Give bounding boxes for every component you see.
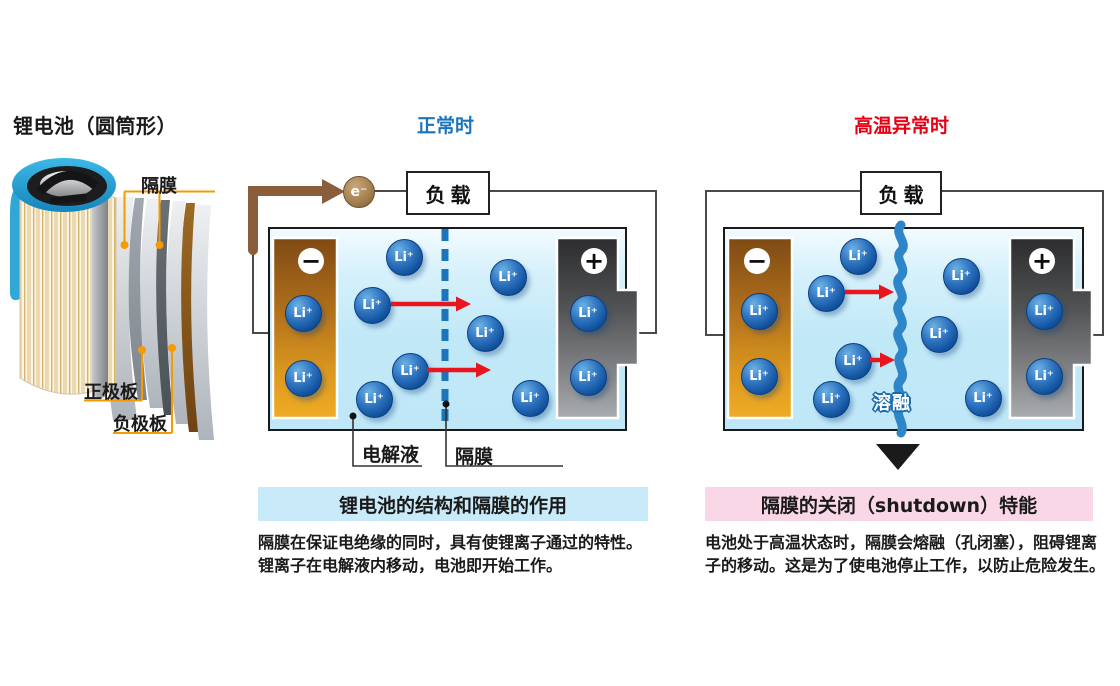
li-ion: Li⁺: [920, 315, 958, 353]
load-box-abnormal: 负载: [860, 171, 942, 215]
li-ion: Li⁺: [839, 237, 877, 275]
abnormal-state-title: 高温异常时: [853, 115, 949, 137]
li-ion: Li⁺: [284, 294, 322, 332]
li-ion: Li⁺: [740, 357, 778, 395]
load-box-normal: 负载: [406, 171, 490, 215]
normal-banner: 锂电池的结构和隔膜的作用: [258, 487, 648, 521]
abnormal-state-section: 高温异常时 − + Li⁺ Li⁺ Li⁺ Li⁺ Li⁺ Li⁺ Li⁺ Li…: [680, 0, 1120, 686]
li-ion: Li⁺: [466, 314, 504, 352]
abnormal-description: 电池处于高温状态时，隔膜会熔融（孔闭塞），阻碍锂离 子的移动。这是为了使电池停止…: [705, 531, 1115, 577]
melt-label: 溶融: [873, 393, 911, 414]
separator-label: 隔膜: [455, 446, 494, 468]
li-ion: Li⁺: [1025, 357, 1063, 395]
li-ion: Li⁺: [834, 342, 872, 380]
positive-terminal-badge: +: [1029, 248, 1055, 274]
li-ion: Li⁺: [1025, 292, 1063, 330]
normal-state-section: 正常时: [240, 0, 680, 686]
li-ion: Li⁺: [489, 258, 527, 296]
normal-description: 隔膜在保证电绝缘的同时，具有使锂离子通过的特性。 锂离子在电解液内移动，电池即开…: [258, 531, 668, 577]
li-ion: Li⁺: [385, 238, 423, 276]
li-ion: Li⁺: [740, 292, 778, 330]
normal-state-title: 正常时: [416, 115, 474, 137]
negative-terminal-badge: −: [298, 248, 324, 274]
negative-plate-label: 负极板: [113, 414, 167, 435]
electrolyte-label: 电解液: [362, 444, 420, 466]
li-ion: Li⁺: [511, 379, 549, 417]
li-ion: Li⁺: [812, 380, 850, 418]
positive-terminal-badge: +: [581, 248, 607, 274]
separator-callout-label: 隔膜: [141, 176, 177, 197]
positive-plate-label: 正极板: [84, 382, 138, 403]
li-ion: Li⁺: [353, 286, 391, 324]
normal-description-line1: 隔膜在保证电绝缘的同时，具有使锂离子通过的特性。: [258, 533, 643, 552]
battery-section-title: 锂电池（圆筒形）: [13, 114, 177, 138]
li-ion: Li⁺: [391, 352, 429, 390]
cylindrical-battery-illustration: [10, 158, 215, 440]
cylindrical-battery-section: 锂电池（圆筒形）: [0, 0, 240, 686]
abnormal-description-line2: 子的移动。这是为了使电池停止工作，以防止危险发生。: [705, 556, 1106, 575]
li-ion: Li⁺: [807, 274, 845, 312]
li-ion: Li⁺: [284, 359, 322, 397]
li-ion: Li⁺: [355, 380, 393, 418]
abnormal-description-line1: 电池处于高温状态时，隔膜会熔融（孔闭塞），阻碍锂离: [705, 533, 1098, 552]
normal-description-line2: 锂离子在电解液内移动，电池即开始工作。: [258, 556, 563, 575]
li-ion: Li⁺: [569, 294, 607, 332]
li-ion: Li⁺: [942, 257, 980, 295]
negative-terminal-badge: −: [744, 248, 770, 274]
electron-ball: e⁻: [343, 176, 375, 208]
li-ion: Li⁺: [964, 379, 1002, 417]
li-ion: Li⁺: [569, 358, 607, 396]
down-arrow: [876, 444, 920, 470]
abnormal-banner: 隔膜的关闭（shutdown）特能: [705, 487, 1093, 521]
